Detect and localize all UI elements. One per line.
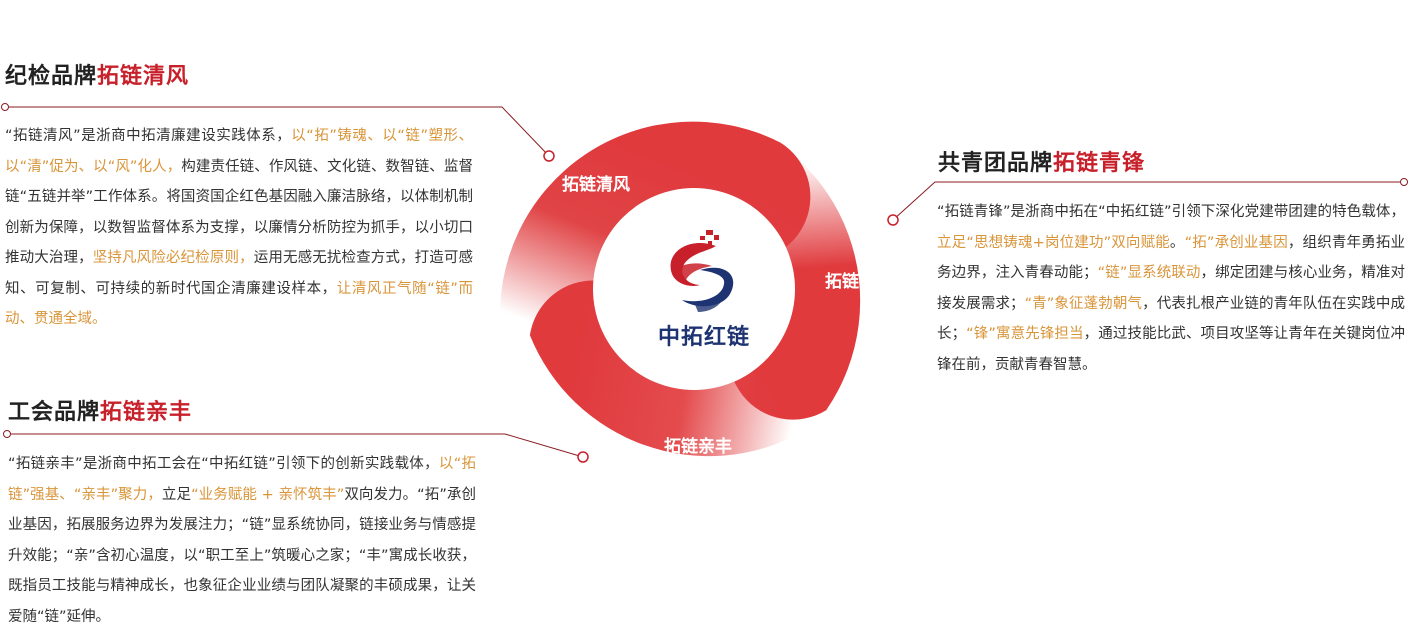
- union-brand-description: “拓链亲丰”是浙商中拓工会在“中拓红链”引领下的创新实践载体，以“拓链”强基、“…: [8, 449, 476, 632]
- body-text: 运用无感无扰检查方式，打造可感知、可复制、可持续的新时代国企清廉建设样本，: [5, 250, 474, 297]
- union-brand-title: 工会品牌拓链亲丰: [8, 394, 192, 426]
- zhongtuo-logo-icon: [670, 230, 734, 312]
- body-text: “拓链清风”是浙商中拓清廉建设实践体系，: [5, 128, 292, 144]
- ring-label-union: 拓链亲丰: [664, 436, 732, 457]
- clean-brand-description: “拓链清风”是浙商中拓清廉建设实践体系，以“拓”铸魂、以“链”塑形、以“清”促为…: [5, 121, 473, 335]
- highlight-text: “锋”寓意先锋担当: [966, 326, 1084, 342]
- highlight-text: 以“拓”铸魂、以“链”塑形、以“清”促为、以“风”化人，: [5, 128, 473, 175]
- ring-label-youth: 拓链青锋: [825, 271, 894, 292]
- highlight-text: “业务赋能 + 亲怀筑丰”: [191, 486, 345, 503]
- body-text: 。: [1169, 234, 1185, 251]
- ring-label-clean: 拓链清风: [562, 174, 630, 195]
- body-text: 构建责任链、作风链、文化链、数智链、监督链“五链并举”工作体系。将国资国企红色基…: [5, 158, 473, 267]
- youth-brand-title: 共青团品牌拓链青锋: [938, 145, 1145, 177]
- union-title-highlight: 拓链亲丰: [100, 400, 193, 425]
- body-text: ，绑定团建与核心业务，精准对接发展需求；: [937, 265, 1406, 312]
- body-text: 双向发力。“拓”承创业基因，拓展服务边界为发展注力；“链”显系统协同，链接业务与…: [8, 486, 476, 625]
- body-text: “拓链青锋”是浙商中拓在“中拓红链”引领下深化党建带团建的特色载体，: [937, 204, 1405, 220]
- union-title-prefix: 工会品牌: [8, 400, 101, 425]
- connector-clean: [1, 103, 555, 162]
- highlight-text: 立足“思想铸魂+岗位建功”双向赋能: [937, 234, 1170, 251]
- youth-title-highlight: 拓链青锋: [1053, 151, 1146, 176]
- body-text: ，代表扎根产业链的青年队伍在实践中成长；: [937, 295, 1405, 343]
- body-text: ，通过技能比武、项目攻坚等让青年在关键岗位冲锋在前，贡献青春智慧。: [937, 326, 1406, 373]
- highlight-text: “链”显系统联动: [1097, 265, 1201, 281]
- highlight-text: “青”象征蓬勃朝气: [1024, 295, 1143, 312]
- highlight-text: 坚持凡风险必纪检原则，: [92, 250, 254, 266]
- center-brand-name: 中拓红链: [658, 324, 750, 350]
- center-disc: [593, 188, 795, 390]
- highlight-text: “拓”承创业基因: [1184, 234, 1288, 251]
- youth-title-prefix: 共青团品牌: [938, 151, 1054, 176]
- connector-union: [3, 430, 589, 463]
- body-text: “拓链亲丰”是浙商中拓工会在“中拓红链”引领下的创新实践载体，: [8, 456, 439, 472]
- clean-brand-title: 纪检品牌拓链清风: [5, 58, 189, 90]
- highlight-text: 让清风正气随“链”而动、贯通全域。: [5, 280, 473, 328]
- clean-title-prefix: 纪检品牌: [5, 64, 98, 89]
- youth-brand-description: “拓链青锋”是浙商中拓在“中拓红链”引领下深化党建带团建的特色载体， 立足“思想铸…: [937, 197, 1405, 380]
- body-text: ，组织青年勇拓业务边界，注入青春动能；: [937, 234, 1406, 282]
- clean-title-highlight: 拓链清风: [97, 64, 190, 89]
- body-text: 立足: [161, 486, 192, 503]
- highlight-text: 以“拓链”强基、“亲丰”聚力，: [8, 456, 477, 503]
